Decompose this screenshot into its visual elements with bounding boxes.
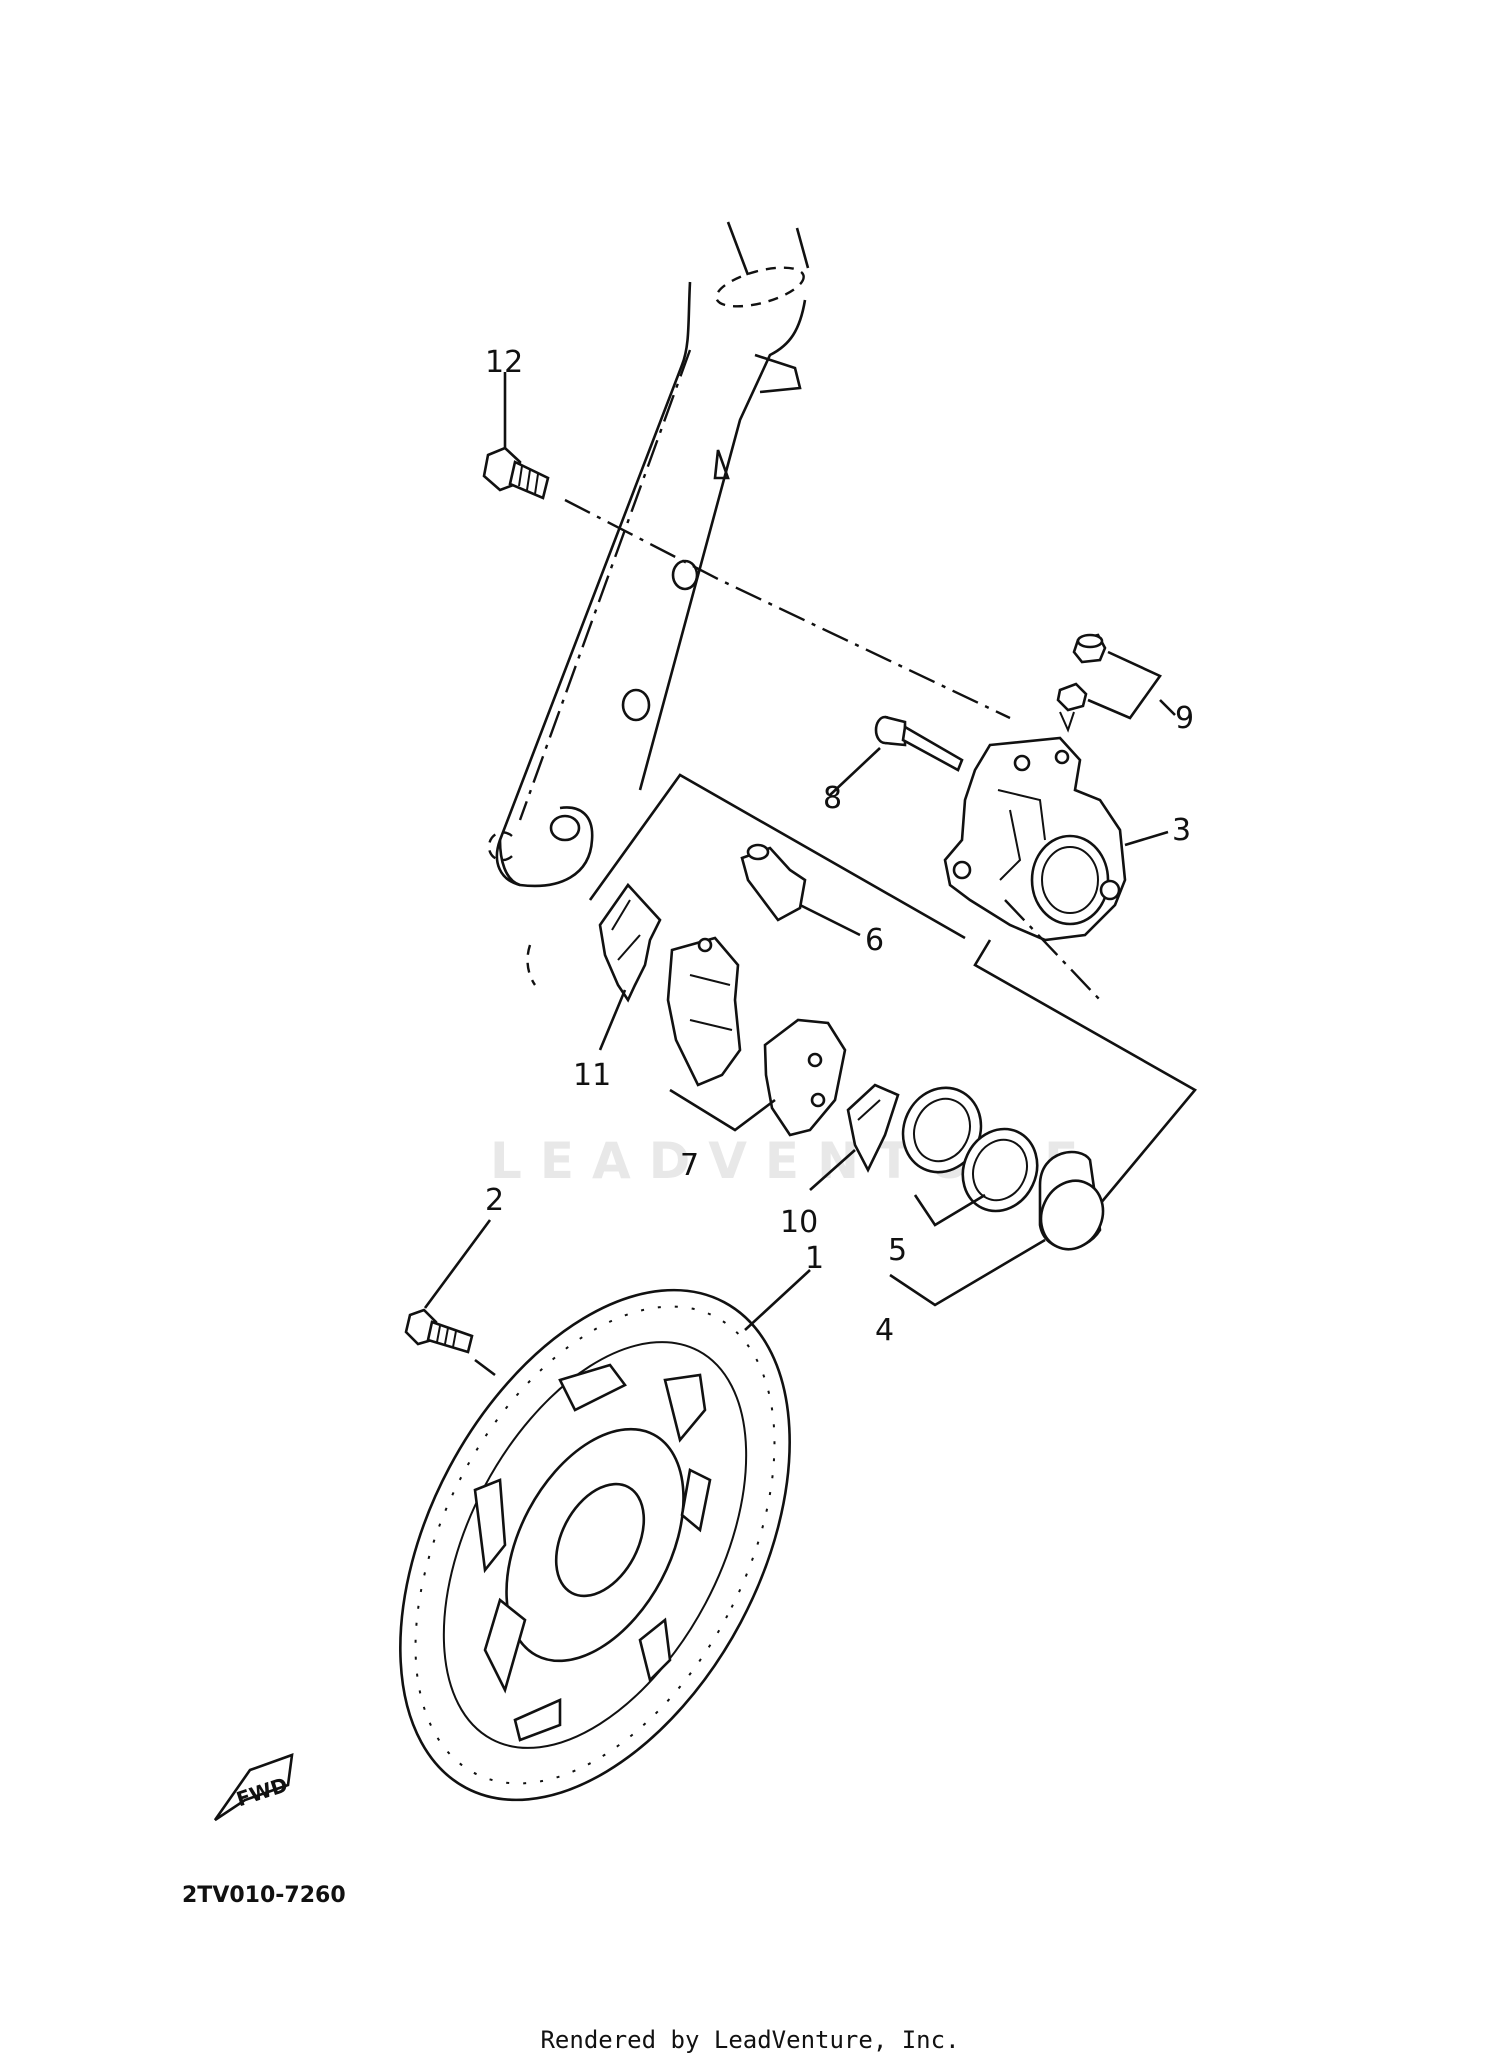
- caliper-kit-bracket-right: [973, 939, 1197, 1211]
- brake-disc-1: 1: [399, 1241, 824, 1802]
- caliper-body-3: 3: [943, 736, 1191, 942]
- callout-9: 9: [1175, 701, 1194, 736]
- callout-12: 12: [485, 345, 523, 380]
- front-fork: [487, 221, 810, 888]
- piston-seal-kit-5: 5: [888, 1086, 1039, 1268]
- rendered-by-footer: Rendered by LeadVenture, Inc.: [540, 2026, 960, 2054]
- callout-7: 7: [680, 1148, 699, 1183]
- callout-3: 3: [1172, 813, 1191, 848]
- pad-shim-11: 11: [526, 882, 662, 1093]
- svg-text:FWD: FWD: [233, 1772, 290, 1811]
- pad-shim-10: 10: [780, 1083, 900, 1240]
- pad-support-6: 6: [740, 843, 884, 958]
- callout-2: 2: [485, 1183, 504, 1218]
- callout-11: 11: [573, 1058, 611, 1093]
- callout-6: 6: [865, 923, 884, 958]
- callout-4: 4: [875, 1313, 894, 1348]
- caliper-mounting-bolt-12: 12: [482, 345, 1011, 720]
- brake-pad-kit-7: 7: [666, 936, 847, 1183]
- callout-8: 8: [823, 781, 842, 816]
- bleed-screw-9: 9: [1056, 633, 1194, 736]
- slide-pin-8: 8: [823, 715, 964, 816]
- diagram-code: 2TV010-7260: [182, 1883, 346, 1908]
- fwd-arrow-icon: FWD: [213, 1753, 294, 1822]
- callout-10: 10: [780, 1205, 818, 1240]
- caliper-kit-bracket: [588, 773, 966, 940]
- callout-5: 5: [888, 1233, 907, 1268]
- callout-1: 1: [805, 1241, 824, 1276]
- disc-bolt-2: 2: [404, 1183, 504, 1354]
- caliper-piston-4: 4: [875, 1150, 1105, 1348]
